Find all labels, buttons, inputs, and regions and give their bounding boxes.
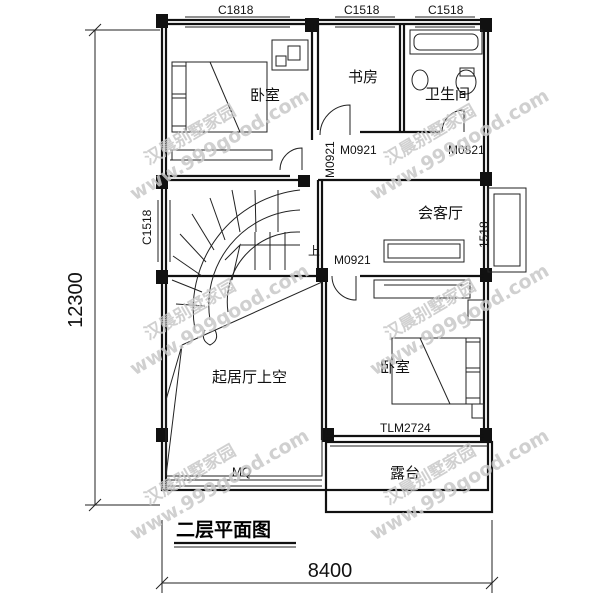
columns — [156, 14, 492, 442]
right-bay-window — [487, 187, 527, 273]
bathroom-fixtures — [409, 29, 483, 95]
window-code-c1518-top: C1518 — [344, 3, 380, 17]
bed-top — [171, 61, 268, 133]
window-code-1518-right: 1518 — [477, 221, 491, 248]
reception-label: 会客厅 — [418, 204, 463, 222]
void-label: 起居厅上空 — [212, 368, 287, 386]
terrace-label: 露台 — [390, 464, 420, 482]
top-windows — [185, 16, 475, 28]
window-code-c1518-top2: C1518 — [428, 3, 464, 17]
bathroom-label: 卫生间 — [425, 85, 470, 103]
drawing-title-text: 二层平面图 — [176, 519, 271, 541]
sofa — [373, 239, 471, 299]
spiral-staircase — [171, 189, 301, 346]
bedroom-top-label: 卧室 — [250, 86, 280, 104]
doors — [279, 104, 465, 301]
door-code-m0921-c: M0921 — [334, 253, 371, 267]
side-cabinet — [467, 299, 485, 419]
door-code-m0821: M0821 — [448, 143, 485, 157]
door-code-tlm2724: TLM2724 — [380, 421, 431, 435]
bed-mid — [391, 337, 481, 405]
desk-top — [271, 39, 309, 71]
stair-up-label: 上 — [308, 244, 320, 258]
void-area — [165, 281, 323, 477]
terrace-outline — [166, 440, 494, 514]
width-dimension: 8400 — [155, 520, 499, 593]
height-dimension-label: 12300 — [65, 272, 87, 328]
left-window — [157, 200, 171, 262]
study-label: 书房 — [348, 68, 378, 86]
window-code-c1818: C1818 — [218, 3, 254, 17]
door-code-m0921-a: M0921 — [323, 141, 337, 178]
drawing-title: 二层平面图 — [174, 519, 296, 548]
watermarks: 汉晨别墅家园 www.999good.com 汉晨别墅家园 www.999goo… — [126, 85, 553, 546]
door-code-m0921-b: M0921 — [340, 143, 377, 157]
bedroom-mid-label: 卧室 — [380, 358, 410, 376]
width-dimension-label: 8400 — [308, 560, 353, 582]
height-dimension: 12300 — [65, 23, 160, 512]
wardrobe-top — [171, 149, 273, 161]
wall-code-mq: MQ — [232, 465, 251, 479]
window-code-c1518-left: C1518 — [140, 209, 154, 245]
